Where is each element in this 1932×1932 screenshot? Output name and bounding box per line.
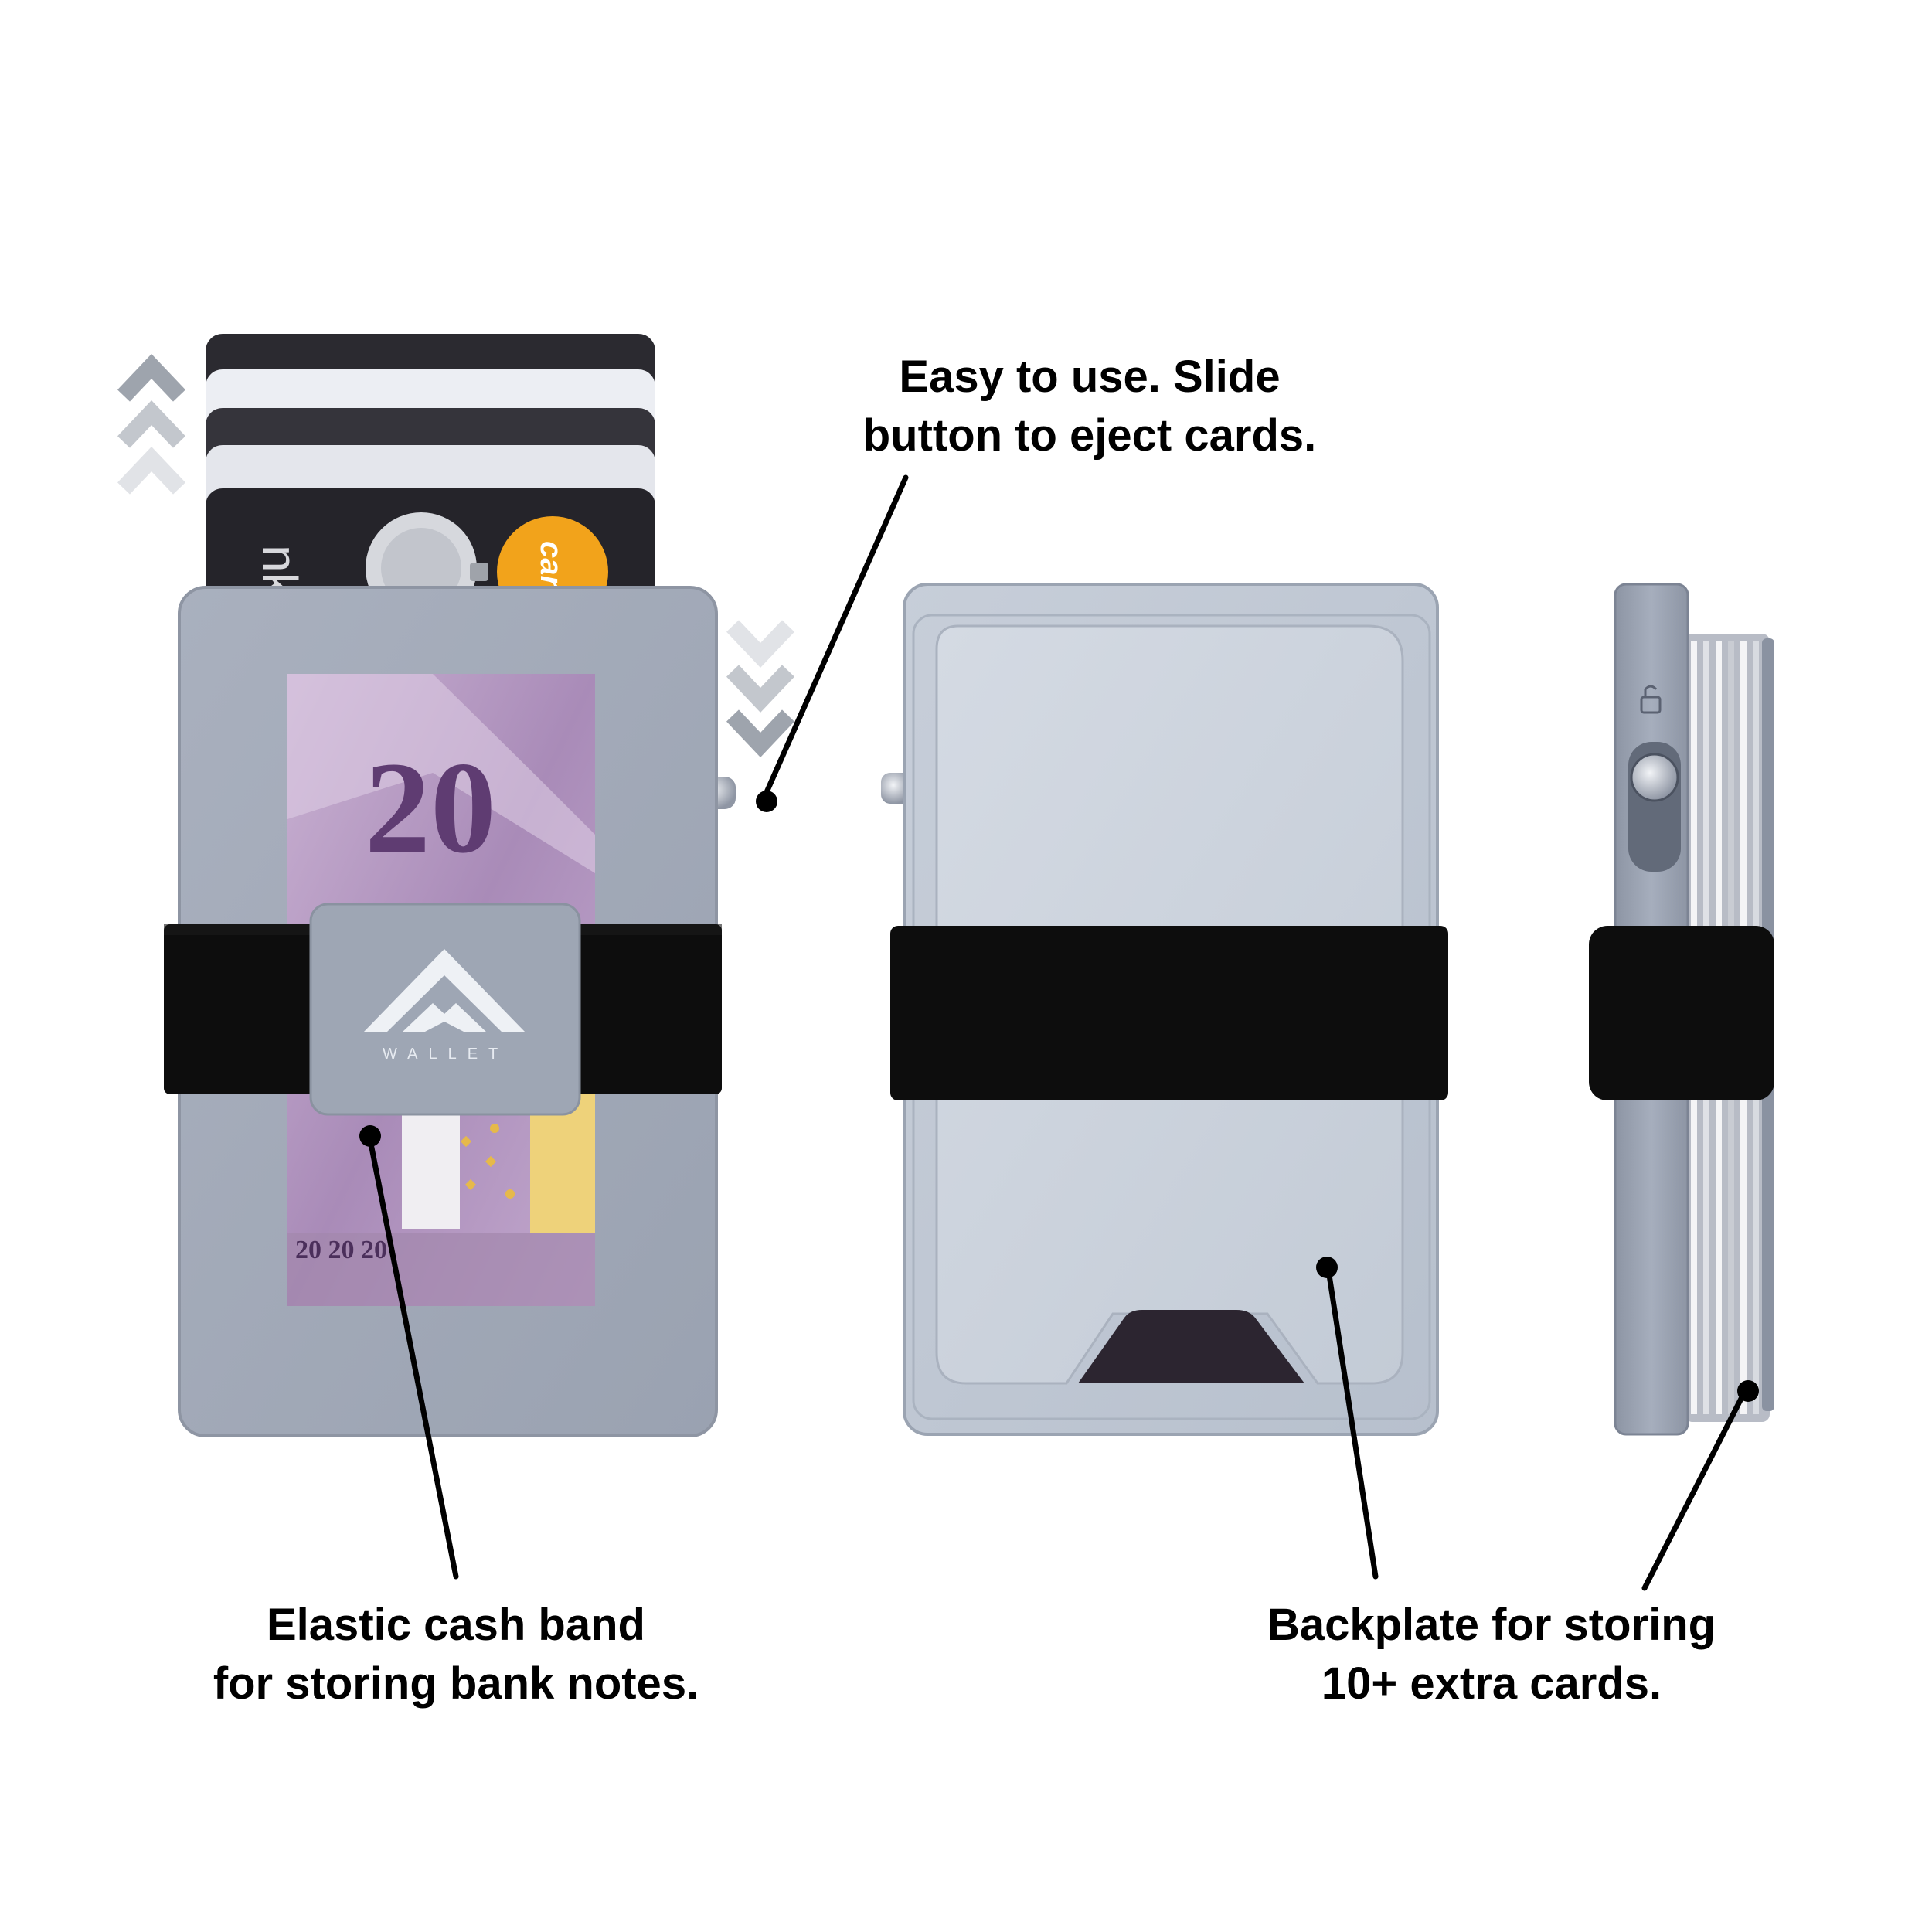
callout-band-caption: Elastic cash band for storing bank notes… xyxy=(155,1596,757,1713)
side-wallet xyxy=(1589,583,1774,1436)
callout-eject-line1: Easy to use. Slide xyxy=(899,352,1281,402)
back-elastic-band xyxy=(890,926,1448,1100)
callout-eject-caption: Easy to use. Slide button to eject cards… xyxy=(811,348,1368,465)
side-elastic-band xyxy=(1589,926,1774,1100)
lock-icon xyxy=(1640,685,1662,714)
banknote-strip: 20 20 20 xyxy=(295,1236,387,1264)
callout-band-line1: Elastic cash band xyxy=(267,1600,645,1650)
banknote-value: 20 xyxy=(365,735,496,880)
mountain-logo-icon xyxy=(363,949,526,1032)
wallet-logo-plate: WALLET xyxy=(309,903,581,1116)
elastic-cash-band xyxy=(164,924,722,1094)
callout-backplate-caption: Backplate for storing 10+ extra cards. xyxy=(1175,1596,1808,1713)
chevron-up-icon xyxy=(117,354,185,495)
callout-band-line2: for storing bank notes. xyxy=(213,1658,699,1709)
back-wallet xyxy=(881,583,1448,1436)
callout-lines xyxy=(368,474,1748,1591)
front-wallet: nk card 20 20 20 20 xyxy=(117,334,794,1437)
wallet-logo-text: WALLET xyxy=(383,1046,509,1063)
chevron-down-icon xyxy=(726,620,794,757)
callout-backplate-line2: 10+ extra cards. xyxy=(1321,1658,1662,1709)
side-slide-button xyxy=(1631,754,1678,801)
callout-dot-icon xyxy=(359,791,1759,1402)
callout-eject-line2: button to eject cards. xyxy=(862,410,1317,461)
callout-backplate-line1: Backplate for storing xyxy=(1267,1600,1716,1650)
